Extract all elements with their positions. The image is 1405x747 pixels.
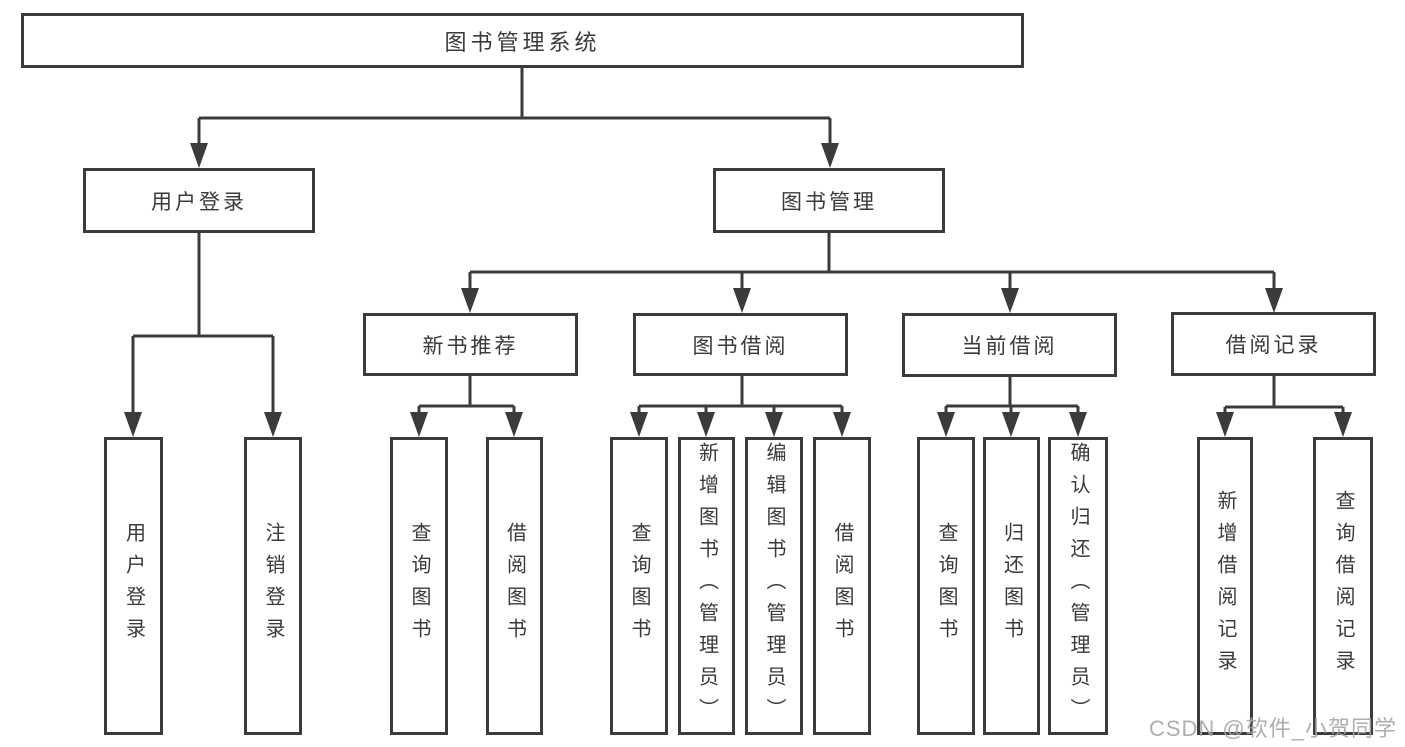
leaf-confirm-return-admin: 确认归还（管理员） [1048, 437, 1108, 735]
node-new-book-recommend: 新书推荐 [363, 313, 578, 376]
node-label: 查询借阅记录 [1332, 490, 1354, 682]
node-label: 归还图书 [1000, 522, 1023, 650]
leaf-return-book: 归还图书 [983, 437, 1040, 735]
leaf-user-login: 用户登录 [104, 437, 163, 735]
node-library-system: 图书管理系统 [21, 13, 1024, 68]
node-label: 新书推荐 [422, 334, 519, 358]
connector-user-login-to-leaves [124, 233, 282, 437]
node-label: 新增图书（管理员） [695, 442, 718, 730]
leaf-query-books-1: 查询图书 [390, 437, 448, 735]
leaf-edit-book-admin: 编辑图书（管理员） [745, 437, 803, 735]
node-label: 编辑图书（管理员） [763, 442, 785, 730]
leaf-query-borrow-record: 查询借阅记录 [1313, 437, 1373, 735]
leaf-borrow-books-2: 借阅图书 [813, 437, 871, 735]
leaf-logout: 注销登录 [244, 437, 302, 735]
connector-root-to-level2 [190, 68, 839, 168]
node-label: 借阅图书 [503, 522, 526, 650]
node-current-borrowing: 当前借阅 [902, 313, 1117, 377]
node-book-borrowing: 图书借阅 [633, 313, 848, 376]
node-label: 用户登录 [122, 522, 145, 650]
node-user-login: 用户登录 [83, 168, 315, 233]
node-label: 查询图书 [408, 522, 430, 650]
node-label: 注销登录 [262, 522, 284, 650]
node-label: 图书管理 [781, 190, 877, 214]
leaf-query-books-3: 查询图书 [917, 437, 975, 735]
connector-book-mgmt-to-level3 [461, 233, 1283, 313]
leaf-borrow-books-1: 借阅图书 [486, 437, 543, 735]
connector-book-borrow-to-leaves [630, 376, 851, 437]
node-label: 借阅图书 [831, 522, 853, 650]
node-borrow-records: 借阅记录 [1171, 312, 1376, 376]
node-label: 图书管理系统 [444, 29, 601, 55]
node-label: 新增借阅记录 [1214, 490, 1236, 682]
node-book-management: 图书管理 [713, 168, 945, 233]
node-label: 查询图书 [628, 522, 650, 650]
connector-borrow-records-to-leaves [1216, 376, 1352, 437]
connector-current-borrow-to-leaves [937, 377, 1087, 437]
node-label: 确认归还（管理员） [1067, 442, 1089, 730]
leaf-add-book-admin: 新增图书（管理员） [678, 437, 735, 735]
node-label: 查询图书 [935, 522, 957, 650]
connector-new-book-to-leaves [410, 376, 523, 437]
node-label: 图书借阅 [692, 334, 789, 358]
node-label: 当前借阅 [961, 335, 1058, 358]
node-label: 借阅记录 [1225, 334, 1322, 357]
leaf-add-borrow-record: 新增借阅记录 [1197, 437, 1253, 735]
watermark: CSDN @软件_小贺同学 [1148, 716, 1397, 741]
node-label: 用户登录 [151, 190, 247, 214]
leaf-query-books-2: 查询图书 [610, 437, 668, 735]
